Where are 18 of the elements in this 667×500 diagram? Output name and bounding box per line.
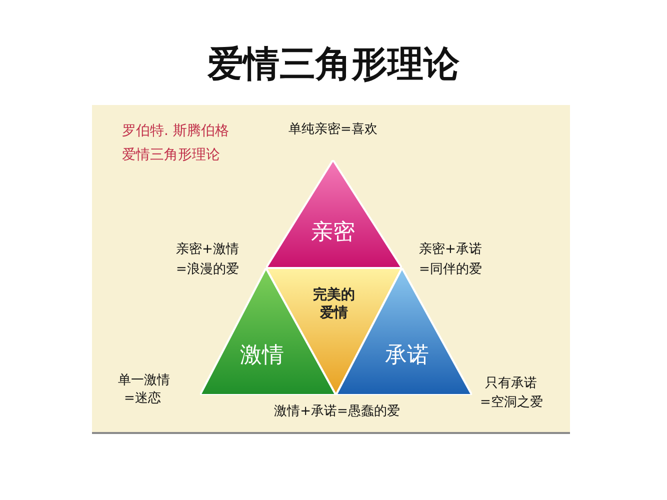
annotation-text: 亲密+承诺 — [419, 242, 482, 258]
heading-text: 罗伯特. 斯腾伯格 — [122, 123, 229, 140]
title: 爱情三角形理论 — [206, 43, 460, 87]
annotation-text: =浪漫的爱 — [176, 262, 239, 278]
annotation-text: 单一激情 — [118, 373, 170, 389]
annotation-text: 激情+承诺=愚蠢的爱 — [274, 404, 400, 420]
triangle-label: 完美的爱情 — [313, 286, 355, 322]
annotation-text: 单纯亲密=喜欢 — [288, 122, 378, 138]
panel-background — [92, 105, 570, 434]
triangle-label: 亲密 — [311, 219, 355, 247]
annotation-text: =同伴的爱 — [419, 262, 482, 278]
annotation-text: 只有承诺 — [485, 376, 537, 392]
heading-text: 爱情三角形理论 — [122, 147, 220, 164]
annotation-text: =空洞之爱 — [480, 395, 543, 411]
annotation-text: =迷恋 — [124, 391, 161, 407]
triangle-label: 承诺 — [385, 342, 429, 370]
triangle-label: 激情 — [240, 342, 284, 370]
annotation-text: 亲密+激情 — [176, 242, 239, 258]
